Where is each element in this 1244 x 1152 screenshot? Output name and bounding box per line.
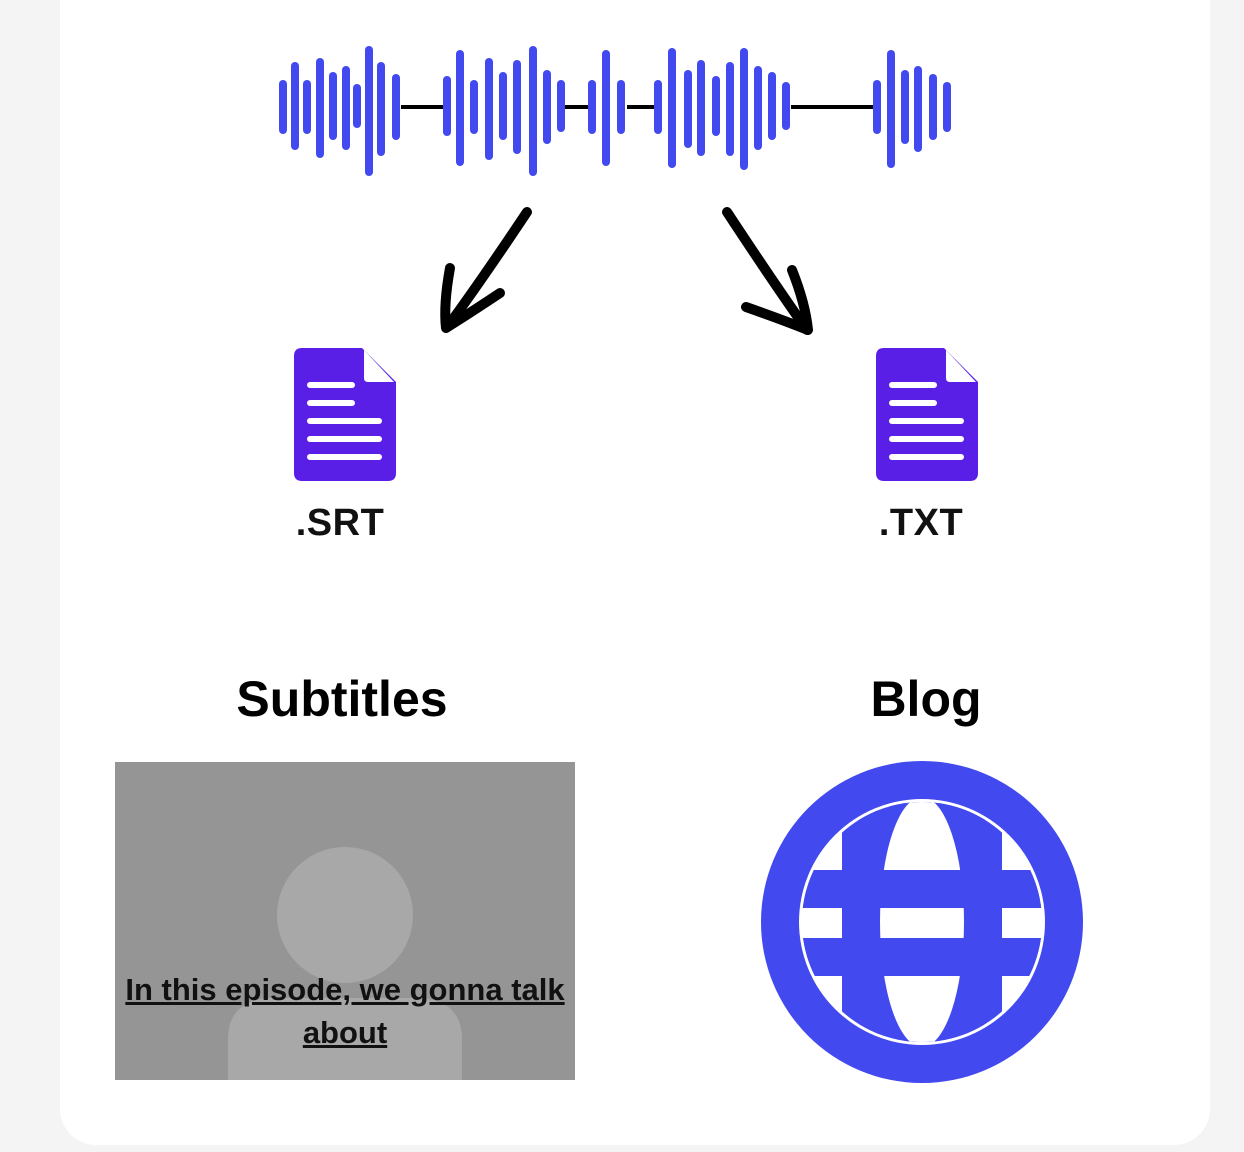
waveform-bar	[303, 80, 311, 134]
txt-label: .TXT	[878, 502, 964, 544]
waveform-bar	[377, 62, 385, 156]
waveform-bar	[740, 48, 748, 170]
waveform-bar	[887, 50, 895, 168]
waveform-bar	[365, 46, 373, 176]
waveform-bar	[316, 58, 324, 158]
subtitle-caption: In this episode, we gonna talk about	[125, 972, 565, 1050]
waveform-bar	[342, 66, 350, 150]
waveform-bar	[329, 72, 337, 140]
waveform-bar	[291, 62, 299, 150]
subtitles-heading: Subtitles	[236, 671, 448, 727]
srt-label: .SRT	[295, 502, 385, 544]
txt-document-icon	[876, 348, 978, 481]
waveform-bar	[654, 80, 662, 134]
waveform-bar	[684, 70, 692, 148]
waveform-bar	[485, 58, 493, 160]
waveform-bar	[768, 72, 776, 140]
waveform-bar	[353, 84, 361, 128]
srt-document-icon	[294, 348, 396, 481]
waveform-bar	[470, 80, 478, 134]
waveform-bar	[499, 72, 507, 140]
waveform-bar	[943, 82, 951, 132]
waveform-bar	[782, 82, 790, 130]
waveform-bar	[602, 50, 610, 166]
waveform-bar	[543, 70, 551, 144]
waveform-bar	[279, 80, 287, 134]
arrow-down-right-icon	[722, 207, 813, 335]
waveform-bar	[697, 60, 705, 156]
waveform-bar	[513, 60, 521, 154]
person-placeholder-icon	[228, 847, 462, 1080]
waveform-bar	[668, 48, 676, 168]
waveform-bar	[456, 50, 464, 166]
audio-waveform-icon	[279, 46, 951, 176]
waveform-bar	[712, 76, 720, 136]
waveform-bar	[914, 66, 922, 152]
waveform-bar	[588, 80, 596, 134]
waveform-bar	[617, 80, 625, 134]
waveform-bar	[726, 62, 734, 156]
waveform-bar	[873, 80, 881, 134]
globe-icon	[761, 761, 1083, 1083]
waveform-bar	[529, 46, 537, 176]
arrow-down-left-icon	[440, 207, 532, 333]
waveform-bar	[754, 66, 762, 150]
waveform-bar	[929, 74, 937, 140]
waveform-bar	[443, 76, 451, 136]
video-preview: In this episode, we gonna talk about	[115, 762, 575, 1080]
waveform-bar	[392, 74, 400, 140]
waveform-bar	[901, 70, 909, 144]
waveform-bar	[557, 80, 565, 132]
blog-heading: Blog	[870, 671, 982, 727]
